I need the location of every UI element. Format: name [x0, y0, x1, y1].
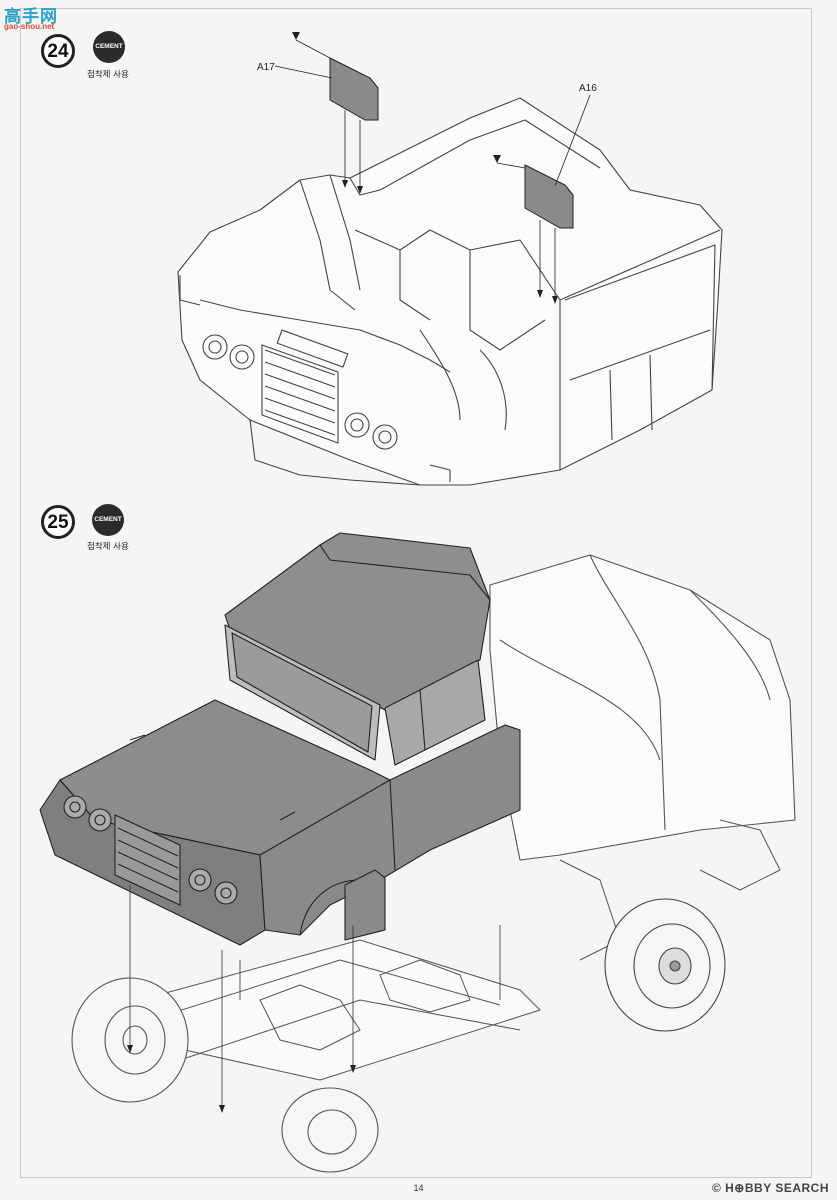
part-label-a16: A16 [579, 83, 597, 94]
step-24-cab-tub [177, 97, 723, 486]
step-25-cement-icon: CEMENT [92, 504, 124, 536]
part-label-a17: A17 [257, 62, 275, 73]
watermark-site-name: 高手网 [4, 7, 58, 27]
step-25-guide-lines [129, 885, 501, 1110]
watermark-url: gao-shou.net [4, 22, 55, 31]
step-25-cab-body [39, 532, 521, 946]
wheel-front-right [281, 1087, 379, 1173]
site-watermark: 高手网 gao-shou.net [4, 2, 84, 34]
step-24-cement-icon: CEMENT [93, 31, 125, 63]
step-25-guide-arrows [127, 1045, 356, 1113]
step-25-canvas-cover [489, 554, 796, 861]
part-a16-panel [493, 94, 591, 304]
part-a17-panel [274, 32, 379, 194]
hobby-search-watermark: © H⊕BBY SEARCH [711, 1181, 829, 1195]
step-24-cement-caption: 접착제 사용 [87, 70, 129, 80]
wheel-rear [604, 898, 726, 1032]
step-25-number: 25 [41, 505, 75, 539]
page-frame [20, 8, 812, 1178]
step-24-number: 24 [41, 34, 75, 68]
page-number: 14 [413, 1183, 424, 1193]
step-25-cement-caption: 접착제 사용 [87, 542, 129, 552]
